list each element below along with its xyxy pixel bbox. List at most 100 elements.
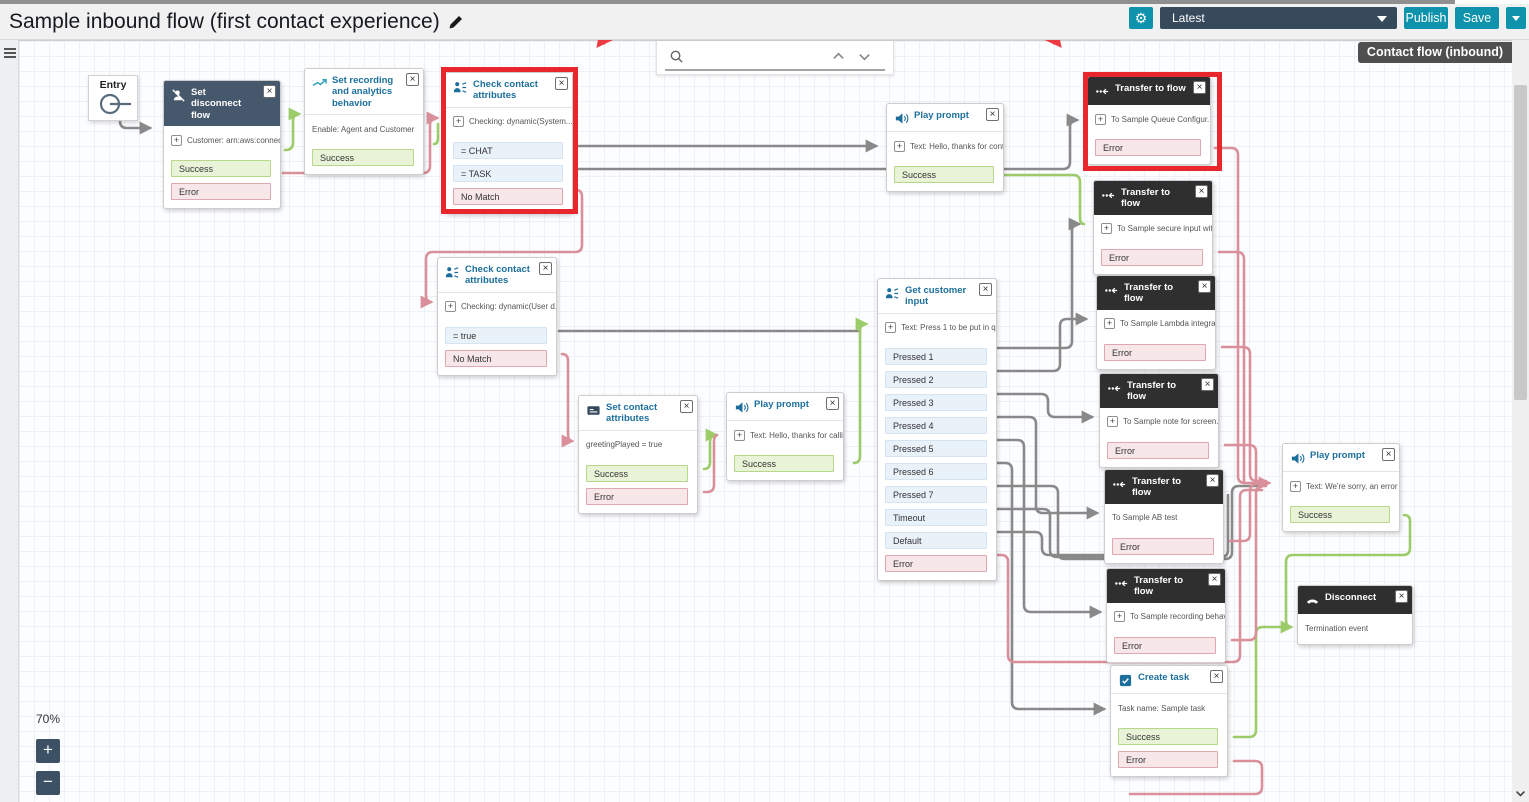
close-icon[interactable]: × bbox=[986, 108, 999, 121]
output-pressed-3[interactable]: Pressed 3 bbox=[885, 393, 987, 411]
block-transfer-to-flow-3[interactable]: Transfer to flow × +To Sample Lambda int… bbox=[1096, 275, 1216, 370]
close-icon[interactable]: × bbox=[1206, 474, 1219, 487]
search-input[interactable] bbox=[691, 45, 831, 65]
vertical-scrollbar[interactable] bbox=[1512, 40, 1529, 802]
close-icon[interactable]: × bbox=[539, 262, 552, 275]
block-play-prompt-3[interactable]: Play prompt × +Text: We're sorry, an err… bbox=[1282, 443, 1400, 532]
output-timeout[interactable]: Timeout bbox=[885, 508, 987, 526]
close-icon[interactable]: × bbox=[1193, 81, 1206, 94]
block-transfer-to-flow-4[interactable]: Transfer to flow × +To Sample note for s… bbox=[1099, 373, 1219, 468]
error-output[interactable]: Error bbox=[586, 487, 688, 505]
success-output[interactable]: Success bbox=[586, 464, 688, 482]
plus-icon[interactable]: + bbox=[1095, 113, 1106, 125]
output-true[interactable]: = true bbox=[445, 326, 547, 344]
plus-icon[interactable]: + bbox=[734, 429, 745, 441]
block-set-contact-attributes[interactable]: Set contact attributes × greetingPlayed … bbox=[578, 395, 698, 514]
version-selector-dropdown[interactable]: Latest bbox=[1160, 7, 1397, 29]
zoom-out-button[interactable]: − bbox=[36, 771, 60, 795]
plus-icon[interactable]: + bbox=[1290, 480, 1301, 492]
output-default[interactable]: Default bbox=[885, 531, 987, 549]
plus-icon[interactable]: + bbox=[1107, 416, 1118, 428]
plus-icon[interactable]: + bbox=[171, 134, 182, 146]
set-contact-attributes-icon bbox=[586, 403, 601, 418]
success-output[interactable]: Success bbox=[1290, 506, 1390, 523]
block-check-contact-attributes-1[interactable]: Check contact attributes × +Checking: dy… bbox=[445, 72, 573, 214]
search-prev-chevron-up-icon[interactable] bbox=[832, 50, 845, 63]
close-icon[interactable]: × bbox=[826, 397, 839, 410]
edit-pencil-icon[interactable] bbox=[448, 14, 464, 30]
zoom-in-button[interactable]: + bbox=[36, 739, 60, 763]
plus-icon[interactable]: + bbox=[894, 140, 905, 152]
plus-icon[interactable]: + bbox=[1114, 611, 1125, 623]
close-icon[interactable]: × bbox=[1195, 185, 1208, 198]
output-pressed-4[interactable]: Pressed 4 bbox=[885, 416, 987, 434]
plus-icon[interactable]: + bbox=[1101, 223, 1112, 235]
error-output[interactable]: Error bbox=[171, 183, 271, 201]
block-transfer-to-flow-2[interactable]: Transfer to flow × +To Sample secure inp… bbox=[1093, 180, 1213, 275]
block-header: Transfer to flow × bbox=[1088, 77, 1210, 105]
block-transfer-to-flow-6[interactable]: Transfer to flow × +To Sample recording … bbox=[1106, 568, 1226, 663]
no-match-output[interactable]: No Match bbox=[445, 349, 547, 367]
close-icon[interactable]: × bbox=[979, 283, 992, 296]
settings-gear-button[interactable]: ⚙ bbox=[1129, 7, 1153, 29]
error-output[interactable]: Error bbox=[1095, 139, 1201, 156]
block-set-disconnect-flow[interactable]: Set disconnect flow × +Customer: arn:aws… bbox=[163, 80, 281, 210]
block-set-recording[interactable]: Set recording and analytics behavior × E… bbox=[304, 68, 424, 176]
publish-button[interactable]: Publish bbox=[1404, 7, 1448, 29]
close-icon[interactable]: × bbox=[1198, 280, 1211, 293]
output-pressed-7[interactable]: Pressed 7 bbox=[885, 485, 987, 503]
success-output[interactable]: Success bbox=[894, 166, 994, 183]
block-title: Transfer to flow bbox=[1121, 187, 1171, 210]
error-output[interactable]: Error bbox=[1112, 537, 1214, 555]
close-icon[interactable]: × bbox=[1395, 590, 1408, 603]
menu-icon[interactable] bbox=[4, 48, 16, 60]
block-header: Transfer to flow × bbox=[1094, 181, 1212, 215]
close-icon[interactable]: × bbox=[263, 85, 276, 98]
error-output[interactable]: Error bbox=[1101, 248, 1203, 266]
close-icon[interactable]: × bbox=[555, 77, 568, 90]
close-icon[interactable]: × bbox=[1201, 378, 1214, 391]
page-title: Sample inbound flow (first contact exper… bbox=[9, 9, 440, 33]
error-output[interactable]: Error bbox=[1114, 636, 1216, 654]
output-pressed-2[interactable]: Pressed 2 bbox=[885, 370, 987, 388]
error-output[interactable]: Error bbox=[885, 554, 987, 572]
close-icon[interactable]: × bbox=[1208, 573, 1221, 586]
success-output[interactable]: Success bbox=[171, 160, 271, 178]
block-disconnect[interactable]: Disconnect × Termination event bbox=[1297, 585, 1413, 645]
block-create-task[interactable]: Create task × Task name: Sample task Suc… bbox=[1110, 665, 1228, 777]
output-task[interactable]: = TASK bbox=[453, 164, 563, 182]
search-next-chevron-down-icon[interactable] bbox=[858, 50, 871, 63]
success-output[interactable]: Success bbox=[312, 149, 414, 167]
block-transfer-to-flow-1[interactable]: Transfer to flow × +To Sample Queue Conf… bbox=[1087, 76, 1211, 165]
success-output[interactable]: Success bbox=[1118, 728, 1218, 745]
plus-icon[interactable]: + bbox=[445, 301, 456, 313]
scroll-down-chevron-icon[interactable] bbox=[1515, 786, 1526, 797]
no-match-output[interactable]: No Match bbox=[453, 187, 563, 205]
block-play-prompt-2[interactable]: Play prompt × +Text: Hello, thanks for c… bbox=[726, 392, 844, 481]
close-icon[interactable]: × bbox=[680, 400, 693, 413]
save-button[interactable]: Save bbox=[1455, 7, 1499, 29]
block-title: Play prompt bbox=[1310, 450, 1365, 461]
plus-icon[interactable]: + bbox=[885, 322, 896, 334]
success-output[interactable]: Success bbox=[734, 455, 834, 472]
block-get-customer-input[interactable]: Get customer input × +Text: Press 1 to b… bbox=[877, 278, 997, 581]
block-title: Set contact attributes bbox=[606, 402, 658, 425]
save-options-dropdown-button[interactable] bbox=[1506, 7, 1526, 29]
close-icon[interactable]: × bbox=[1382, 448, 1395, 461]
close-icon[interactable]: × bbox=[1210, 670, 1223, 683]
output-pressed-6[interactable]: Pressed 6 bbox=[885, 462, 987, 480]
plus-icon[interactable]: + bbox=[453, 116, 464, 128]
error-output[interactable]: Error bbox=[1104, 343, 1206, 361]
output-chat[interactable]: = CHAT bbox=[453, 141, 563, 159]
close-icon[interactable]: × bbox=[406, 73, 419, 86]
block-transfer-to-flow-5[interactable]: Transfer to flow × To Sample AB test Err… bbox=[1104, 469, 1224, 564]
block-check-contact-attributes-2[interactable]: Check contact attributes × +Checking: dy… bbox=[437, 257, 557, 376]
block-entry[interactable]: Entry bbox=[88, 75, 138, 121]
scrollbar-thumb[interactable] bbox=[1514, 85, 1527, 400]
block-play-prompt-1[interactable]: Play prompt × +Text: Hello, thanks for c… bbox=[886, 103, 1004, 192]
error-output[interactable]: Error bbox=[1107, 441, 1209, 459]
plus-icon[interactable]: + bbox=[1104, 318, 1115, 330]
output-pressed-5[interactable]: Pressed 5 bbox=[885, 439, 987, 457]
output-pressed-1[interactable]: Pressed 1 bbox=[885, 347, 987, 365]
error-output[interactable]: Error bbox=[1118, 751, 1218, 768]
